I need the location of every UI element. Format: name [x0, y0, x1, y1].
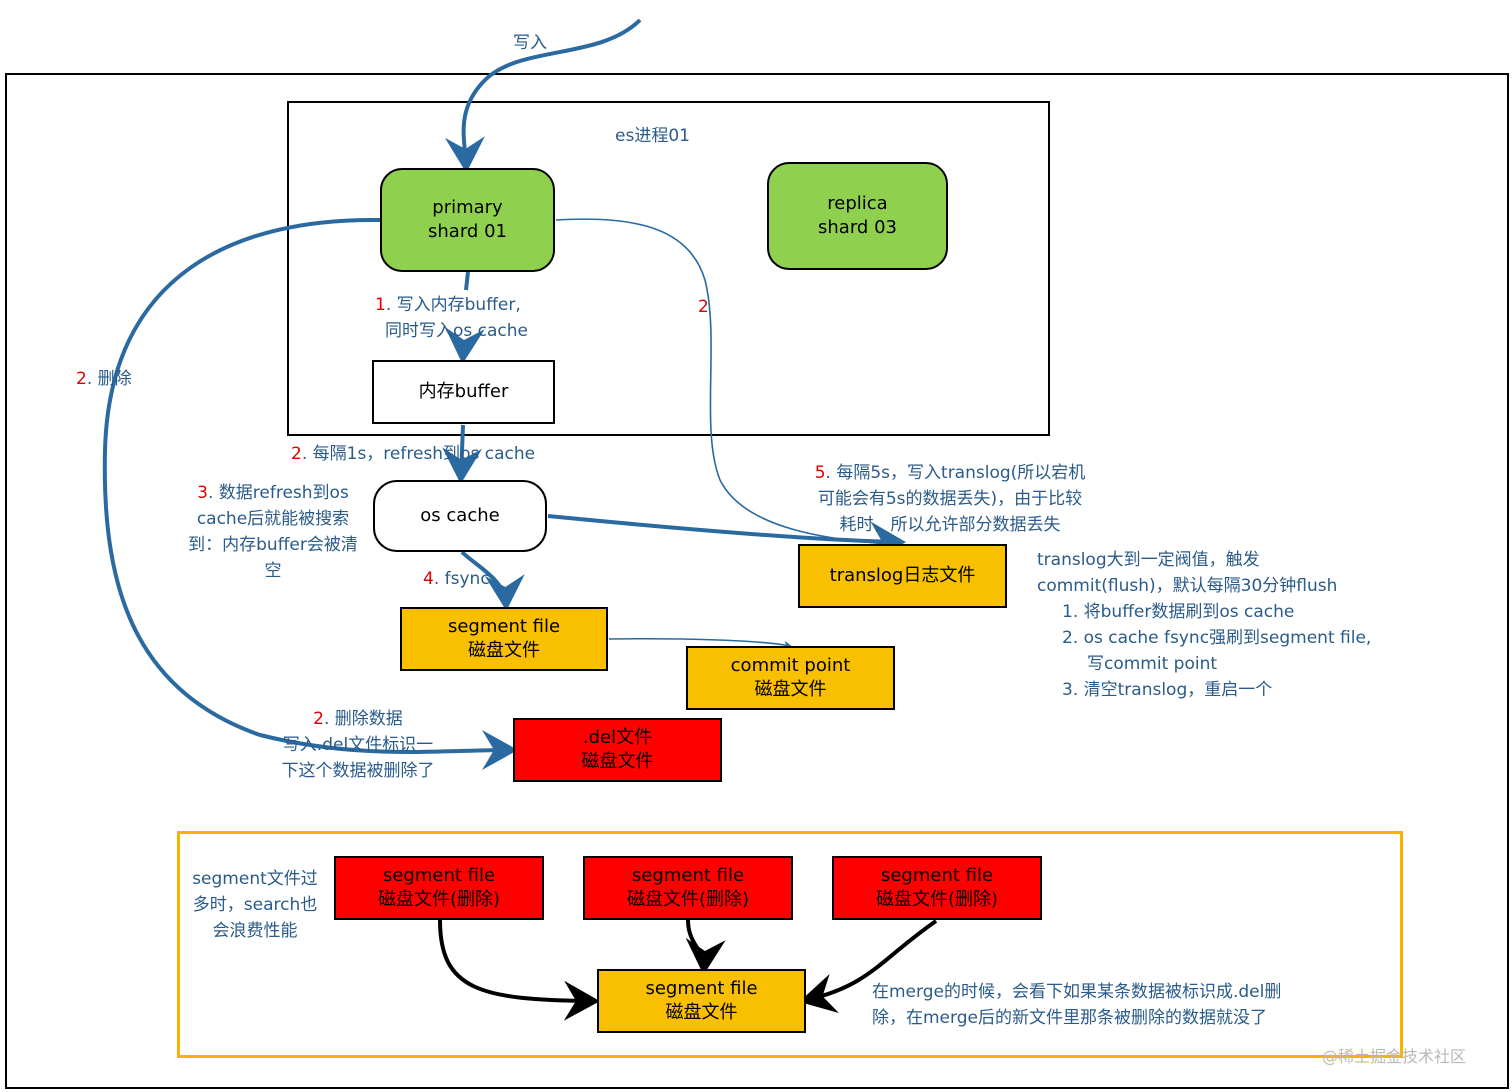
merge-src3-line1: segment file [880, 865, 994, 886]
step2-replica-label: 2 [698, 297, 709, 317]
os-cache-label: os cache [420, 505, 500, 526]
write-label: 写入 [513, 33, 547, 53]
delete-arrow [102, 217, 518, 771]
step2-delete-label: 2. 删除 [76, 369, 132, 389]
translog-note: translog大到一定阀值，触发 commit(flush)，默认每隔30分钟… [1037, 550, 1372, 700]
merged-label-line2: 磁盘文件 [665, 1002, 738, 1023]
memory-buffer-label: 内存buffer [418, 381, 509, 402]
translog-node[interactable]: translog日志文件 [798, 544, 1007, 608]
merge-src2-line2: 磁盘文件(删除) [626, 889, 750, 910]
replica-label-line2: shard 03 [818, 217, 897, 238]
segment-label-line1: segment file [447, 616, 561, 637]
merge-src2-line1: segment file [631, 865, 745, 886]
del-label-line2: 磁盘文件 [581, 751, 654, 772]
merge-section-box [177, 831, 1403, 1058]
merge-src3-line2: 磁盘文件(删除) [875, 889, 999, 910]
merge-source-node-3[interactable]: segment file 磁盘文件(删除) [832, 856, 1042, 920]
step4-label: 4. fsync [423, 569, 490, 589]
replica-shard-node[interactable]: replica shard 03 [767, 162, 948, 270]
del-file-node[interactable]: .del文件 磁盘文件 [513, 718, 722, 782]
replica-label-line1: replica [827, 193, 888, 214]
merge-source-node-1[interactable]: segment file 磁盘文件(删除) [334, 856, 544, 920]
segment-to-commit-arrow [608, 637, 792, 649]
segment-label-line2: 磁盘文件 [468, 640, 540, 661]
os-cache-node[interactable]: os cache [373, 480, 547, 552]
primary-shard-node[interactable]: primary shard 01 [380, 168, 555, 272]
merge-arrow-right [799, 919, 938, 1013]
outer-cluster-frame [5, 73, 1509, 1089]
write-arrow [444, 18, 642, 173]
del-label-line1: .del文件 [582, 727, 653, 748]
step2-refresh-label: 2. 每隔1s，refresh到os cache [291, 444, 536, 464]
delete-data-note: 2. 删除数据 写入.del文件标识一 下这个数据被删除了 [281, 709, 435, 781]
merge-src1-line1: segment file [382, 865, 496, 886]
buffer-to-oscache-arrow [442, 424, 483, 484]
merge-source-node-2[interactable]: segment file 磁盘文件(删除) [583, 856, 793, 920]
step5-label: 5. 每隔5s，写入translog(所以宕机 可能会有5s的数据丢失)，由于比… [814, 463, 1086, 535]
primary-label-line2: shard 01 [428, 221, 507, 242]
primary-to-buffer-arrow [464, 271, 470, 291]
merged-label-line1: segment file [645, 978, 758, 999]
merge-arrow-middle [685, 919, 726, 975]
primary-label-line1: primary [432, 197, 503, 218]
translog-label: translog日志文件 [829, 565, 976, 586]
merge-arrow-left [438, 919, 600, 1021]
commit-label-line2: 磁盘文件 [754, 679, 827, 700]
primary-to-translog-arrow [555, 218, 902, 549]
step3-label: 3. 数据refresh到os cache后就能被搜索 到：内存buffer会被… [188, 483, 358, 581]
memory-buffer-node[interactable]: 内存buffer [372, 360, 555, 424]
commit-point-node[interactable]: commit point 磁盘文件 [686, 646, 895, 710]
es-process-title: es进程01 [615, 126, 690, 146]
step1-label: 1. 写入内存buffer, 同时写入os cache [375, 295, 529, 341]
merge-src1-line2: 磁盘文件(删除) [377, 889, 501, 910]
merge-right-note: 在merge的时候，会看下如果某条数据被标识成.del删 除，在merge后的新… [872, 982, 1282, 1028]
merged-segment-node[interactable]: segment file 磁盘文件 [597, 969, 806, 1033]
es-process-box [287, 101, 1050, 436]
watermark: @稀土掘金技术社区 [1322, 1047, 1467, 1066]
segment-file-node[interactable]: segment file 磁盘文件 [400, 607, 608, 671]
commit-label-line1: commit point [730, 655, 851, 676]
merge-left-note: segment文件过 多时，search也 会浪费性能 [192, 869, 318, 941]
fsync-arrow [460, 550, 525, 611]
